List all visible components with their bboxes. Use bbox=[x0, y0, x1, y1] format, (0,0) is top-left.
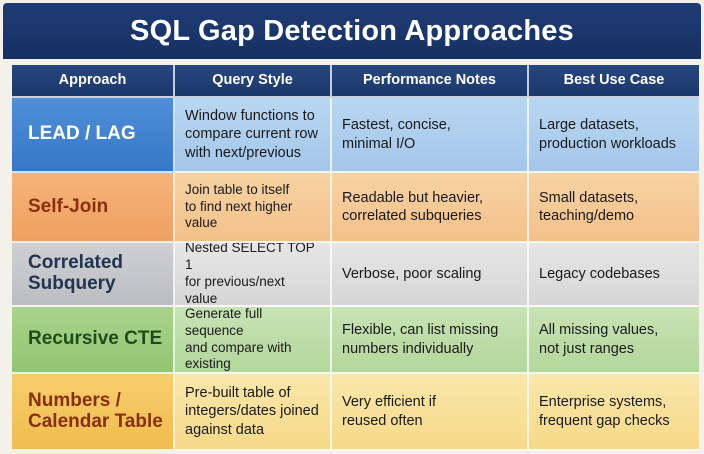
row-4-use-line-2: not just ranges bbox=[539, 340, 635, 357]
row-1-use-case: Large datasets, production workloads bbox=[529, 98, 699, 173]
row-4-perf-line-2: numbers individually bbox=[342, 340, 474, 357]
row-1-use-line-1: Large datasets, bbox=[539, 117, 639, 134]
row-4-use-case: All missing values, not just ranges bbox=[529, 307, 699, 374]
row-5-approach: Numbers / Calendar Table bbox=[12, 374, 175, 451]
comparison-table: Approach Query Style Performance Notes B… bbox=[12, 65, 699, 451]
row-3-approach-line-2: Subquery bbox=[28, 273, 116, 294]
header-best-use-case: Best Use Case bbox=[529, 65, 699, 98]
row-1-query-line-2: compare current row bbox=[185, 126, 318, 143]
row-2-approach-line: Self-Join bbox=[28, 195, 109, 217]
row-4-performance: Flexible, can list missing numbers indiv… bbox=[332, 307, 529, 374]
row-4-use-line-1: All missing values, bbox=[539, 322, 659, 339]
row-5-query-line-1: Pre-built table of bbox=[185, 385, 291, 402]
row-5-perf-line-2: reused often bbox=[342, 412, 423, 429]
row-2-approach: Self-Join bbox=[12, 173, 175, 243]
row-5-perf-line-1: Very efficient if bbox=[342, 394, 437, 411]
row-2-use-case: Small datasets, teaching/demo bbox=[529, 173, 699, 243]
row-5-performance: Very efficient if reused often bbox=[332, 374, 529, 451]
row-4-query-line-2: and compare with existing bbox=[185, 339, 292, 372]
row-1-query-style: Window functions to compare current row … bbox=[175, 98, 332, 173]
row-1-perf-line-2: minimal I/O bbox=[342, 135, 416, 152]
header-performance-notes: Performance Notes bbox=[332, 65, 529, 98]
row-1-query-line-1: Window functions to bbox=[185, 108, 315, 125]
row-3-query-line-1: Nested SELECT TOP 1 bbox=[185, 243, 315, 273]
row-5-approach-line-2: Calendar Table bbox=[28, 410, 163, 432]
row-5-query-line-3: against data bbox=[185, 421, 265, 438]
row-5-approach-line-1: Numbers / bbox=[28, 389, 121, 411]
row-2-query-line-2: to find next higher value bbox=[185, 198, 293, 231]
row-4-query-style: Generate full sequence and compare with … bbox=[175, 307, 332, 374]
row-2-performance: Readable but heavier, correlated subquer… bbox=[332, 173, 529, 243]
row-3-query-line-2: for previous/next value bbox=[185, 274, 285, 306]
row-4-approach-line: Recursive CTE bbox=[28, 328, 163, 350]
row-2-perf-line-2: correlated subqueries bbox=[342, 208, 482, 224]
header-query-style: Query Style bbox=[175, 65, 332, 98]
row-1-performance: Fastest, concise, minimal I/O bbox=[332, 98, 529, 173]
row-5-use-line-2: frequent gap checks bbox=[539, 412, 670, 429]
row-4-approach: Recursive CTE bbox=[12, 307, 175, 374]
row-4-perf-line-1: Flexible, can list missing bbox=[342, 322, 499, 339]
row-2-query-line-1: Join table to itself bbox=[185, 181, 290, 197]
row-3-performance: Verbose, poor scaling bbox=[332, 243, 529, 307]
page-title: SQL Gap Detection Approaches bbox=[130, 14, 574, 47]
row-5-query-line-2: integers/dates joined bbox=[185, 403, 319, 420]
row-5-use-case: Enterprise systems, frequent gap checks bbox=[529, 374, 699, 451]
row-2-perf-line-1: Readable but heavier, bbox=[342, 189, 484, 206]
header-approach: Approach bbox=[12, 65, 175, 98]
row-3-query-style: Nested SELECT TOP 1 for previous/next va… bbox=[175, 243, 332, 307]
row-1-approach: LEAD / LAG bbox=[12, 98, 175, 173]
row-5-query-style: Pre-built table of integers/dates joined… bbox=[175, 374, 332, 451]
row-1-approach-line: LEAD / LAG bbox=[28, 123, 136, 145]
row-3-use-line-1: Legacy codebases bbox=[539, 265, 660, 282]
row-2-query-style: Join table to itself to find next higher… bbox=[175, 173, 332, 243]
row-3-perf-line-1: Verbose, poor scaling bbox=[342, 265, 482, 282]
row-1-query-line-3: with next/previous bbox=[185, 144, 302, 161]
row-3-use-case: Legacy codebases bbox=[529, 243, 699, 307]
row-1-use-line-2: production workloads bbox=[539, 135, 677, 152]
row-1-perf-line-1: Fastest, concise, bbox=[342, 117, 451, 134]
row-2-use-line-2: teaching/demo bbox=[539, 208, 635, 224]
row-4-query-line-1: Generate full sequence bbox=[185, 307, 263, 338]
row-3-approach: Correlated Subquery bbox=[12, 243, 175, 307]
row-3-approach-line-1: Correlated bbox=[28, 252, 124, 274]
title-bar: SQL Gap Detection Approaches bbox=[3, 3, 701, 59]
row-5-use-line-1: Enterprise systems, bbox=[539, 394, 667, 411]
row-2-use-line-1: Small datasets, bbox=[539, 189, 639, 206]
